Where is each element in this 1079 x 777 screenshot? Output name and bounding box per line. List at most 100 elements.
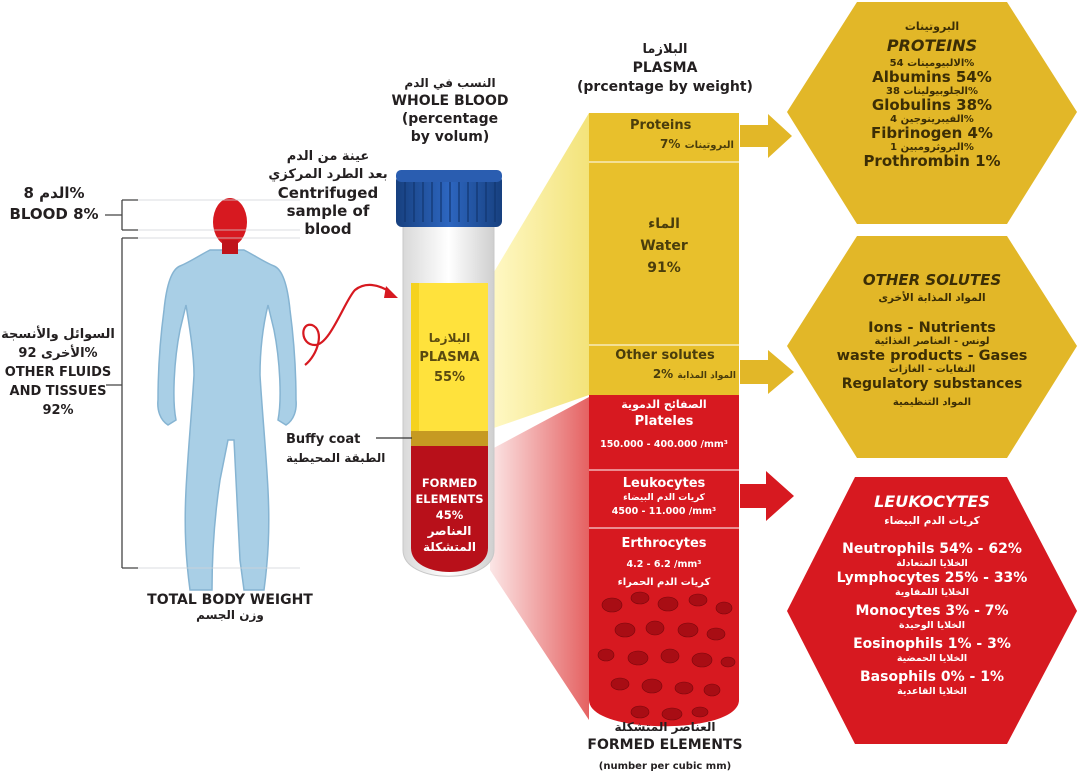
formed-fan [490,397,589,720]
whole-blood-en-2: (percentage [401,111,499,127]
col-solutes-pct: 2% [652,367,674,381]
proteins-item-en-3: Prothrombin 1% [863,152,1001,170]
red-blood-cells [597,591,736,721]
col-proteins-en: Proteins [630,118,692,133]
column-leukocytes: Leukocytes كريات الدم البيضاء 4500 - 11.… [589,477,739,519]
col-water-en: Water [640,238,688,254]
tube-formed-en-2: ELEMENTS [415,492,484,506]
tube-plasma-en: PLASMA [419,350,480,365]
fluids-label-en-3: 92% [42,403,74,418]
solutes-hexagon [787,236,1077,458]
leuko-item-ar-4: الخلايا القاعدية [897,686,967,697]
sample-ar-1: عينة من الدم [286,149,370,164]
centrifuged-sample-label: عينة من الدم بعد الطرد المركزي Centrifug… [258,148,398,238]
sample-en-1: Centrifuged [277,184,379,202]
solutes-item-en-2: Regulatory substances [841,376,1023,392]
human-body-figure [157,249,297,591]
fluids-label-ar-2: الأخرى 92% [18,346,98,361]
col-erythro-en: Erthrocytes [621,536,707,551]
leuko-hex-title-en: LEUKOCYTES [874,492,990,511]
blood-label: الدم 8% BLOOD 8% [0,184,108,223]
whole-blood-ar: النسب في الدم [404,76,496,90]
solutes-item-ar-1: النفايات - الغازات [888,364,976,375]
blood-label-ar: الدم 8% [23,184,85,202]
buffy-en: Buffy coat [286,432,361,447]
proteins-item-ar-2: الفيبرينوجين 4% [890,114,974,125]
buffy-coat-label: Buffy coat الطبقة المحيطية [286,430,386,468]
plasma-column-header: البلازما PLASMA (prcentage by weight) [560,40,770,97]
col-leuko-en: Leukocytes [622,476,706,491]
col-leuko-ar: كريات الدم البيضاء [623,493,705,503]
leuko-item-ar-3: الخلايا الحمضية [896,653,968,664]
leuko-hexagon [787,477,1077,744]
blood-label-en: BLOOD 8% [9,205,99,223]
fluids-label-ar-1: السوائل والأنسجة [1,327,115,342]
proteins-hex-text: البروتينات PROTEINS الالبيومينات 54% Alb… [800,18,1064,170]
leuko-item-en-0: Neutrophils 54% - 62% [842,541,1022,557]
col-solutes-ar: المواد المذابة [677,371,736,381]
tube-formed-en-1: FORMED [421,476,478,490]
buffy-ar: الطبقة المحيطية [286,451,386,465]
solutes-item-en-0: Ions - Nutrients [868,320,996,336]
tube-plasma-pct: 55% [433,370,466,385]
leuko-item-en-2: Monocytes 3% - 7% [855,603,1009,619]
tube-formed-label: FORMED ELEMENTS 45% العناصر المتشكلة [409,475,490,555]
tube-plasma-ar: البلازما [428,331,471,345]
other-fluids-label: السوائل والأنسجة الأخرى 92% OTHER FLUIDS… [0,325,116,420]
curved-arrow-icon [302,283,391,366]
col-solutes-en: Other solutes [615,348,715,363]
solutes-hex-text: OTHER SOLUTES المواد المذابة الأخرى Ions… [800,272,1064,410]
leuko-item-en-4: Basophils 0% - 1% [860,669,1004,685]
solutes-hex-title-ar: المواد المذابة الأخرى [878,292,986,304]
total-body-weight-label: TOTAL BODY WEIGHT وزن الجسم [130,592,330,622]
column-erythrocytes: Erthrocytes 4.2 - 6.2 /mm³ كريات الدم ال… [589,535,739,592]
footer-unit: (number per cubic mm) [598,761,732,772]
solutes-item-ar-2: المواد التنظيمية [892,397,972,408]
solutes-arrow-icon [740,350,794,394]
proteins-item-ar-3: البروثرومبين 1% [890,142,974,153]
leuko-hex-title-ar: كريات الدم البيضاء [884,515,980,527]
column-header-en-1: PLASMA [632,60,698,76]
column-other-solutes: Other solutes 2% المواد المذابة [594,348,736,381]
col-proteins-pct: 7% [660,137,681,151]
leuko-arrow-icon [740,471,794,521]
sample-en-3: blood [304,220,352,238]
proteins-item-en-0: Albumins 54% [872,68,992,86]
col-leuko-val: 4500 - 11.000 /mm³ [611,506,717,517]
proteins-item-en-2: Fibrinogen 4% [871,124,993,142]
plasma-fan [488,113,589,430]
col-erythro-val: 4.2 - 6.2 /mm³ [626,559,702,570]
footer-en: FORMED ELEMENTS [587,737,743,753]
column-header-en-2: (prcentage by weight) [577,79,753,95]
proteins-arrow-icon [740,114,792,158]
solutes-item-en-1: waste products - Gases [836,348,1028,364]
whole-blood-en-3: by volum) [410,129,490,145]
leuko-item-ar-0: الخلايا المتعادلة [896,558,968,569]
tube-formed-ar-2: المتشكلة [423,540,476,554]
proteins-hexagon [787,2,1077,224]
sample-en-2: sample of [286,202,370,220]
whole-blood-en-1: WHOLE BLOOD [391,93,509,109]
col-water-pct: 91% [647,260,681,276]
col-platelets-ar: الصفائح الدموية [621,398,707,411]
leuko-item-en-3: Eosinophils 1% - 3% [853,636,1011,652]
tube-formed-pct: 45% [435,508,464,522]
total-label-ar: وزن الجسم [196,608,264,622]
leuko-item-ar-2: الخلايا الوحيدة [899,620,965,631]
leuko-item-en-1: Lymphocytes 25% - 33% [836,570,1028,586]
fluids-label-en-2: AND TISSUES [9,384,107,399]
column-water: الماء Water 91% [589,213,739,279]
col-erythro-ar: كريات الدم الحمراء [617,577,711,588]
tube-plasma-label: البلازما PLASMA 55% [411,328,488,388]
col-water-ar: الماء [648,216,680,232]
fluids-label-en-1: OTHER FLUIDS [4,365,112,380]
human-head [213,198,247,254]
proteins-item-en-1: Globulins 38% [871,96,993,114]
column-header-ar: البلازما [642,42,688,57]
col-proteins-ar: البروتينات [684,140,734,151]
col-platelets-en: Plateles [634,414,694,429]
sample-ar-2: بعد الطرد المركزي [268,167,388,182]
leuko-item-ar-1: الخلايا اللمفاوية [894,587,970,598]
proteins-item-ar-1: الجلوبيولينات 38% [885,86,978,97]
formed-elements-footer: العناصر المتشكلة FORMED ELEMENTS (number… [560,718,770,776]
